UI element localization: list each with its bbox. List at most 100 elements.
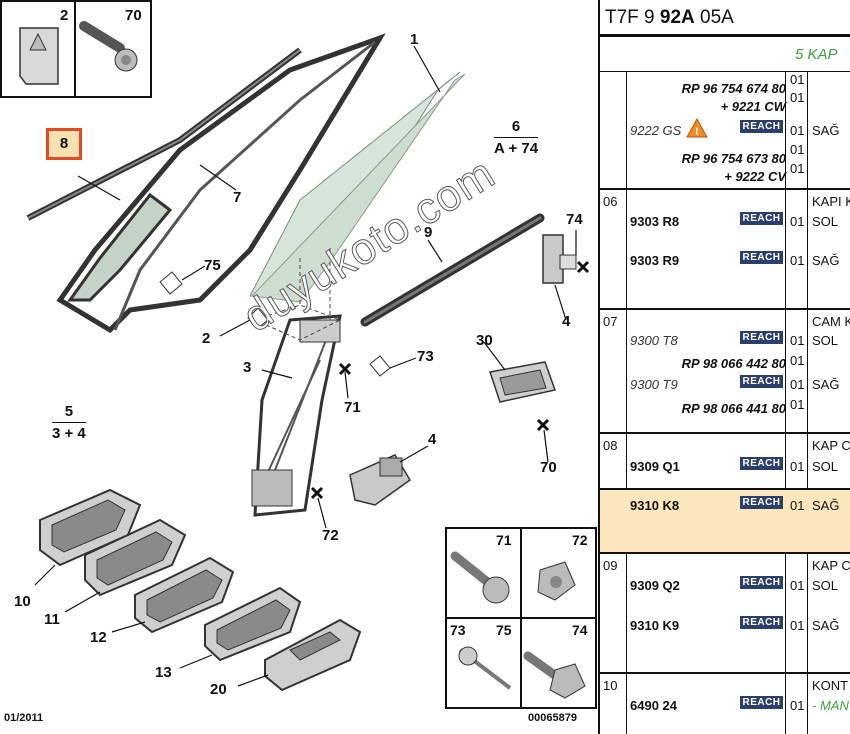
qty: 01 bbox=[790, 353, 805, 368]
rp-number: RP 98 066 441 80 bbox=[681, 401, 786, 416]
qty: 01 bbox=[790, 161, 805, 176]
fraction-6-num: 6 bbox=[494, 118, 539, 138]
part-number[interactable]: 9309 Q1 bbox=[630, 459, 680, 474]
column-divider bbox=[626, 71, 627, 734]
callout-12[interactable]: 12 bbox=[90, 629, 107, 646]
reach-badge: REACH bbox=[740, 375, 783, 388]
screw-icon bbox=[79, 21, 125, 53]
callout-8-selected[interactable]: 8 bbox=[46, 128, 82, 160]
side-label: SAĞ bbox=[812, 123, 840, 138]
group-number: 08 bbox=[603, 438, 618, 453]
leader-lines bbox=[77, 45, 577, 529]
callout-71[interactable]: 71 bbox=[344, 399, 361, 416]
part-number[interactable]: 9303 R9 bbox=[630, 253, 680, 268]
column-divider bbox=[807, 71, 808, 734]
callout-3[interactable]: 3 bbox=[243, 359, 252, 376]
group-number: 10 bbox=[603, 678, 618, 693]
rp-plus: + 9221 CW bbox=[720, 99, 786, 114]
side-label: SOL bbox=[812, 578, 839, 593]
callout-20[interactable]: 20 bbox=[210, 681, 227, 698]
group-desc: KAP C bbox=[812, 558, 850, 573]
qty: 01 bbox=[790, 459, 805, 474]
qty: 01 bbox=[790, 123, 805, 138]
table-row-selected[interactable]: 9310 K8 REACH 01 SAĞ bbox=[600, 490, 850, 554]
callout-9[interactable]: 9 bbox=[424, 224, 433, 241]
side-label: SAĞ bbox=[812, 377, 840, 392]
fraction-group-5: 5 3 + 4 bbox=[52, 403, 86, 442]
table-row-group-9222[interactable]: RP 96 754 674 80 + 9221 CW 9222 GS ! REA… bbox=[600, 72, 850, 190]
callout-4[interactable]: 4 bbox=[428, 431, 437, 448]
subheader-text: 5 KAP bbox=[795, 46, 838, 63]
table-row-group-07[interactable]: 07 CAM K 9300 T8 REACH 01 SOL RP 98 066 … bbox=[600, 310, 850, 434]
reach-badge: REACH bbox=[740, 120, 783, 133]
table-row-group-09[interactable]: 09 KAP C 9309 Q2 REACH 01 SOL 9310 K9 RE… bbox=[600, 554, 850, 674]
table-row-group-08[interactable]: 08 KAP C 9309 Q1 REACH 01 SOL bbox=[600, 434, 850, 490]
side-label: SAĞ bbox=[812, 618, 840, 633]
callout-2[interactable]: 2 bbox=[202, 330, 211, 347]
exploded-parts-diagram: 2 70 1 8 7 75 9 74 4 2 73 3 71 30 70 4 7… bbox=[0, 0, 597, 724]
box-label-75[interactable]: 75 bbox=[496, 622, 512, 638]
callout-73[interactable]: 73 bbox=[417, 348, 434, 365]
box-label-74[interactable]: 74 bbox=[572, 622, 588, 638]
part-number[interactable]: 9309 Q2 bbox=[630, 578, 680, 593]
callout-2-top[interactable]: 2 bbox=[60, 7, 69, 24]
side-label: - MAN bbox=[812, 698, 849, 713]
callout-70[interactable]: 70 bbox=[540, 459, 557, 476]
rp-plus: + 9222 CV bbox=[724, 169, 786, 184]
box-label-73[interactable]: 73 bbox=[450, 622, 466, 638]
window-switch-panels bbox=[39, 488, 362, 692]
reach-badge: REACH bbox=[740, 496, 783, 509]
callout-30[interactable]: 30 bbox=[476, 332, 493, 349]
table-header: T7F 9 92A 05A bbox=[600, 0, 850, 37]
svg-text:!: ! bbox=[695, 126, 699, 138]
qty: 01 bbox=[790, 142, 805, 157]
callout-70-top[interactable]: 70 bbox=[125, 7, 142, 24]
table-row-group-06[interactable]: 06 KAPI K 9303 R8 REACH 01 SOL 9303 R9 R… bbox=[600, 190, 850, 310]
diagram-date: 01/2011 bbox=[4, 712, 44, 724]
side-label: SOL bbox=[812, 214, 839, 229]
group-desc: KAP C bbox=[812, 438, 850, 453]
rp-number: RP 96 754 674 80 bbox=[681, 81, 786, 96]
group-desc: KONT bbox=[812, 678, 849, 693]
callout-10[interactable]: 10 bbox=[14, 593, 31, 610]
callout-13[interactable]: 13 bbox=[155, 664, 172, 681]
reach-badge: REACH bbox=[740, 212, 783, 225]
callout-72[interactable]: 72 bbox=[322, 527, 339, 544]
group-number: 06 bbox=[603, 194, 618, 209]
part-number[interactable]: 9303 R8 bbox=[630, 214, 680, 229]
warning-icon: ! bbox=[686, 118, 708, 138]
callout-11[interactable]: 11 bbox=[44, 611, 60, 628]
callout-1[interactable]: 1 bbox=[410, 31, 419, 48]
group-desc: KAPI K bbox=[812, 194, 850, 209]
reach-badge: REACH bbox=[740, 696, 783, 709]
qty: 01 bbox=[790, 377, 805, 392]
model-code: T7F 9 92A 05A bbox=[605, 7, 734, 28]
table-row-group-10[interactable]: 10 KONT 6490 24 REACH 01 - MAN bbox=[600, 674, 850, 734]
box-label-72[interactable]: 72 bbox=[572, 532, 588, 548]
callout-7[interactable]: 7 bbox=[233, 189, 242, 206]
fastener-x-marks bbox=[310, 260, 590, 500]
diagram-ref: 00065879 bbox=[528, 712, 577, 724]
box-label-71[interactable]: 71 bbox=[496, 532, 512, 548]
qty: 01 bbox=[790, 397, 805, 412]
fraction-group-6: 6 A + 74 bbox=[494, 118, 539, 157]
table-subheader: 5 KAP bbox=[600, 37, 850, 72]
reach-badge: REACH bbox=[740, 457, 783, 470]
reach-badge: REACH bbox=[740, 331, 783, 344]
callout-74[interactable]: 74 bbox=[566, 211, 583, 228]
part-number[interactable]: 6490 24 bbox=[630, 698, 677, 713]
part-number[interactable]: 9310 K8 bbox=[630, 498, 680, 513]
clip-icon bbox=[19, 27, 59, 85]
part-number[interactable]: 9300 T8 bbox=[630, 333, 678, 348]
qty: 01 bbox=[790, 498, 805, 513]
part-number[interactable]: 9300 T9 bbox=[630, 377, 678, 392]
callout-4-top[interactable]: 4 bbox=[562, 313, 571, 330]
qty: 01 bbox=[790, 214, 805, 229]
callout-75[interactable]: 75 bbox=[204, 257, 221, 274]
part-number[interactable]: 9310 K9 bbox=[630, 618, 680, 633]
qty: 01 bbox=[790, 253, 805, 268]
side-label: SAĞ bbox=[812, 253, 840, 268]
side-label: SOL bbox=[812, 459, 839, 474]
group-number: 07 bbox=[603, 314, 618, 329]
part-number[interactable]: 9222 GS bbox=[630, 123, 682, 138]
